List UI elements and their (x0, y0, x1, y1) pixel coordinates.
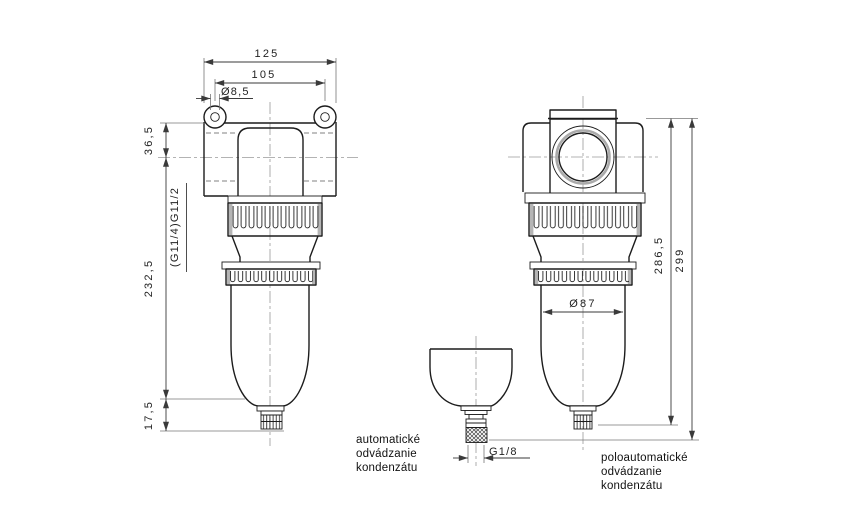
port-bore-circle (558, 132, 608, 182)
mounting-hole-right (320, 112, 330, 122)
filter-head-side (522, 117, 644, 193)
dim-hole-spacing: 105 (252, 69, 277, 81)
dim-axis-to-bowl: 232,5 (143, 259, 155, 298)
semi-auto-drain-label-line2: odvádzanie (601, 466, 662, 478)
front-lower-ribbed-ring (221, 261, 321, 286)
dim-overall-width: 125 (255, 48, 280, 60)
detail-drain-fitting (460, 405, 492, 443)
dim-port-thread: (G11/4)G11/2 (169, 187, 181, 267)
dim-drain-thread: G1/8 (489, 446, 518, 458)
annotations: automatické odvádzanie kondenzátu poloau… (356, 434, 688, 492)
side-drain-fitting (569, 405, 597, 430)
automatic-drain-bowl-detail (429, 336, 513, 466)
front-view (158, 102, 358, 446)
dim-height-semi-auto: 286,5 (653, 236, 665, 275)
side-view (508, 96, 658, 450)
side-upper-ribbed-ring (524, 192, 646, 237)
port-boss-circle (551, 125, 615, 189)
dim-height-auto: 299 (674, 248, 686, 273)
dim-bowl-diameter: Ø87 (569, 298, 596, 310)
dim-drain-height: 17,5 (143, 400, 155, 430)
front-taper (231, 235, 319, 262)
filter-head-front (237, 127, 304, 196)
front-upper-ribbed-ring (227, 195, 323, 237)
side-taper (532, 235, 638, 262)
port-thread-shading (555, 129, 611, 185)
semi-auto-drain-label-line3: kondenzátu (601, 480, 662, 492)
top-boss (549, 109, 617, 120)
auto-drain-label-line1: automatické (356, 434, 420, 446)
dimensions: 125 105 Ø8,5 36,5 232,5 17,5 (G11/4)G11/… (143, 48, 699, 463)
mounting-bracket (203, 105, 337, 197)
semi-auto-drain-label-line1: poloautomatické (601, 452, 688, 464)
detail-bowl-cup (429, 348, 513, 407)
dim-hole-diameter: Ø8,5 (221, 86, 250, 98)
front-drain-fitting (256, 405, 285, 430)
front-bowl (230, 285, 310, 407)
auto-drain-label-line2: odvádzanie (356, 448, 417, 460)
auto-drain-label-line3: kondenzátu (356, 462, 417, 474)
dim-top-to-axis: 36,5 (143, 125, 155, 155)
side-lower-ribbed-ring (529, 261, 637, 286)
mounting-hole-left (210, 112, 220, 122)
